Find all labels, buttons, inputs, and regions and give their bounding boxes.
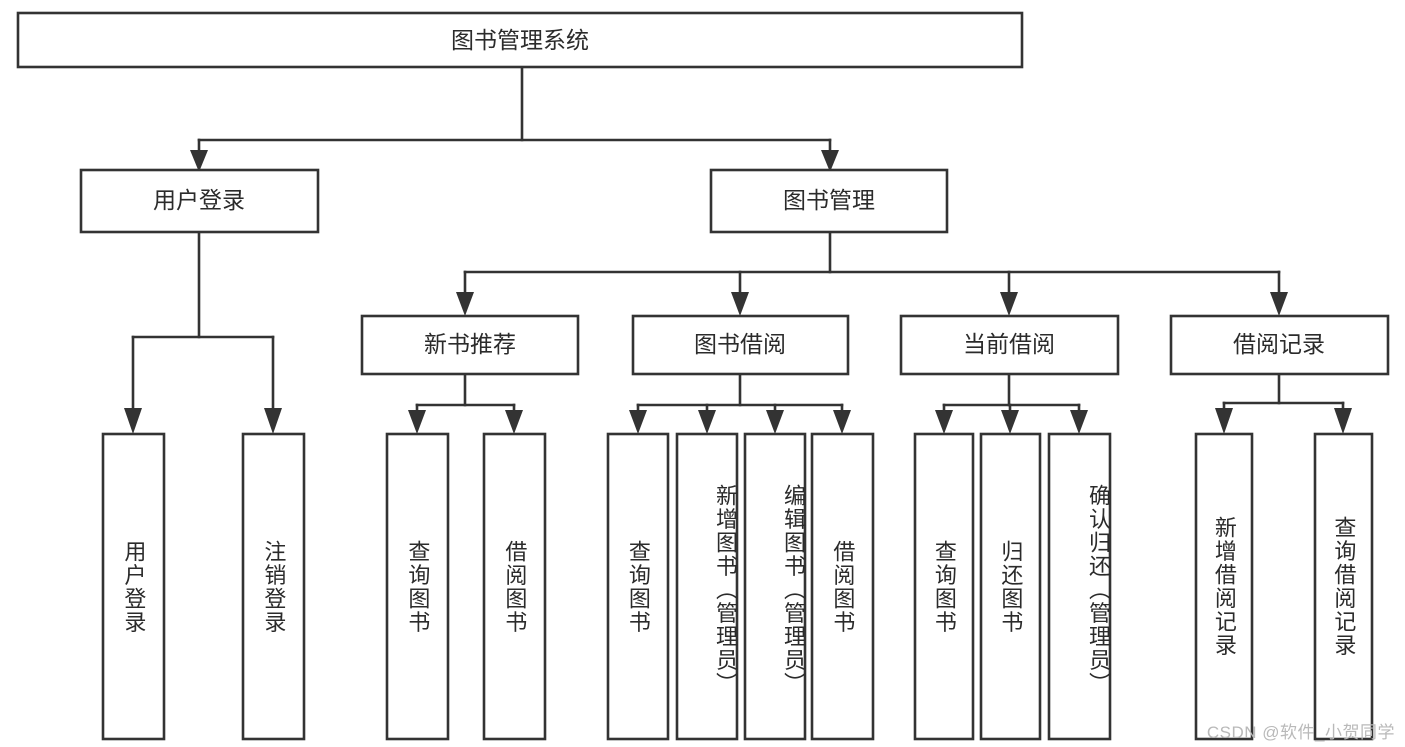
arrow-to-leaf-logout xyxy=(264,408,282,434)
node-box-leaf-return-book[interactable] xyxy=(979,432,1042,741)
arrow-to-leaf-user-login xyxy=(124,408,142,434)
arrow-to-leaf-return-book xyxy=(1001,410,1019,434)
arrow-to-leaf-confirm-return xyxy=(1070,410,1088,434)
csdn-watermark: CSDN @软件_小贺同学 xyxy=(1206,723,1395,742)
node-box-leaf-add-book[interactable] xyxy=(675,432,739,741)
nodes-layer: 图书管理系统 用户登录 图书管理 新书推荐 图书借阅 当前借阅 借阅记录 xyxy=(16,11,1390,741)
node-box-leaf-query-book-1[interactable] xyxy=(385,432,450,741)
node-label-leaf-query-book-2: 查询图书 xyxy=(625,539,651,634)
node-label-borrow-record: 借阅记录 xyxy=(1233,331,1325,357)
node-box-new-book-recommend[interactable] xyxy=(360,314,580,376)
node-label-leaf-edit-book: 编辑图书（管理员） xyxy=(781,483,806,696)
arrow-to-borrow-record xyxy=(1270,292,1288,316)
node-box-leaf-borrow-book-2[interactable] xyxy=(810,432,875,741)
node-box-current-borrow[interactable] xyxy=(899,314,1120,376)
node-label-current-borrow: 当前借阅 xyxy=(963,331,1055,357)
node-label-book-borrow: 图书借阅 xyxy=(694,331,786,357)
node-box-leaf-borrow-book-1[interactable] xyxy=(482,432,547,741)
node-box-leaf-query-record[interactable] xyxy=(1313,432,1374,741)
arrow-to-leaf-query-book-2 xyxy=(629,410,647,434)
node-label-leaf-add-book: 新增图书（管理员） xyxy=(713,483,738,696)
node-box-leaf-query-book-2[interactable] xyxy=(606,432,670,741)
node-box-leaf-user-login[interactable] xyxy=(101,432,166,741)
arrow-to-new-book-recommend xyxy=(456,292,474,316)
node-label-leaf-query-book-1: 查询图书 xyxy=(405,539,431,634)
node-label-leaf-query-record: 查询借阅记录 xyxy=(1331,516,1357,657)
arrow-to-leaf-edit-book xyxy=(766,410,784,434)
node-box-leaf-add-record[interactable] xyxy=(1194,432,1254,741)
node-label-new-book-recommend: 新书推荐 xyxy=(424,331,516,357)
node-box-leaf-query-book-3[interactable] xyxy=(913,432,975,741)
node-label-leaf-logout: 注销登录 xyxy=(261,539,287,634)
arrow-to-leaf-query-record xyxy=(1334,408,1352,434)
node-box-borrow-record[interactable] xyxy=(1169,314,1390,376)
node-box-book-management[interactable] xyxy=(709,168,949,234)
node-label-book-management: 图书管理 xyxy=(783,187,875,213)
node-box-user-login[interactable] xyxy=(79,168,320,234)
arrow-to-leaf-query-book-3 xyxy=(935,410,953,434)
node-box-leaf-confirm-return[interactable] xyxy=(1047,432,1112,741)
node-label-leaf-borrow-book-1: 借阅图书 xyxy=(502,539,528,634)
node-label-leaf-confirm-return: 确认归还（管理员） xyxy=(1086,483,1111,696)
node-label-leaf-return-book: 归还图书 xyxy=(998,539,1024,634)
node-box-leaf-logout[interactable] xyxy=(241,432,306,741)
node-label-user-login: 用户登录 xyxy=(153,187,245,213)
arrow-to-leaf-borrow-book-1 xyxy=(505,410,523,434)
arrow-to-leaf-query-book-1 xyxy=(408,410,426,434)
node-box-book-borrow[interactable] xyxy=(631,314,850,376)
connectors-layer xyxy=(124,65,1352,434)
node-label-leaf-borrow-book-2: 借阅图书 xyxy=(830,539,856,634)
node-label-leaf-query-book-3: 查询图书 xyxy=(931,539,957,634)
node-label-leaf-user-login: 用户登录 xyxy=(121,539,147,634)
arrow-to-book-management xyxy=(821,150,839,172)
node-label-leaf-add-record: 新增借阅记录 xyxy=(1211,516,1237,657)
arrow-to-user-login xyxy=(190,150,208,172)
arrow-to-leaf-borrow-book-2 xyxy=(833,410,851,434)
arrow-to-current-borrow xyxy=(1000,292,1018,316)
node-label-root: 图书管理系统 xyxy=(451,27,589,53)
arrow-to-book-borrow xyxy=(731,292,749,316)
node-box-root[interactable] xyxy=(16,11,1024,69)
arrow-to-leaf-add-record xyxy=(1215,408,1233,434)
node-box-leaf-edit-book[interactable] xyxy=(743,432,807,741)
arrow-to-leaf-add-book xyxy=(698,410,716,434)
